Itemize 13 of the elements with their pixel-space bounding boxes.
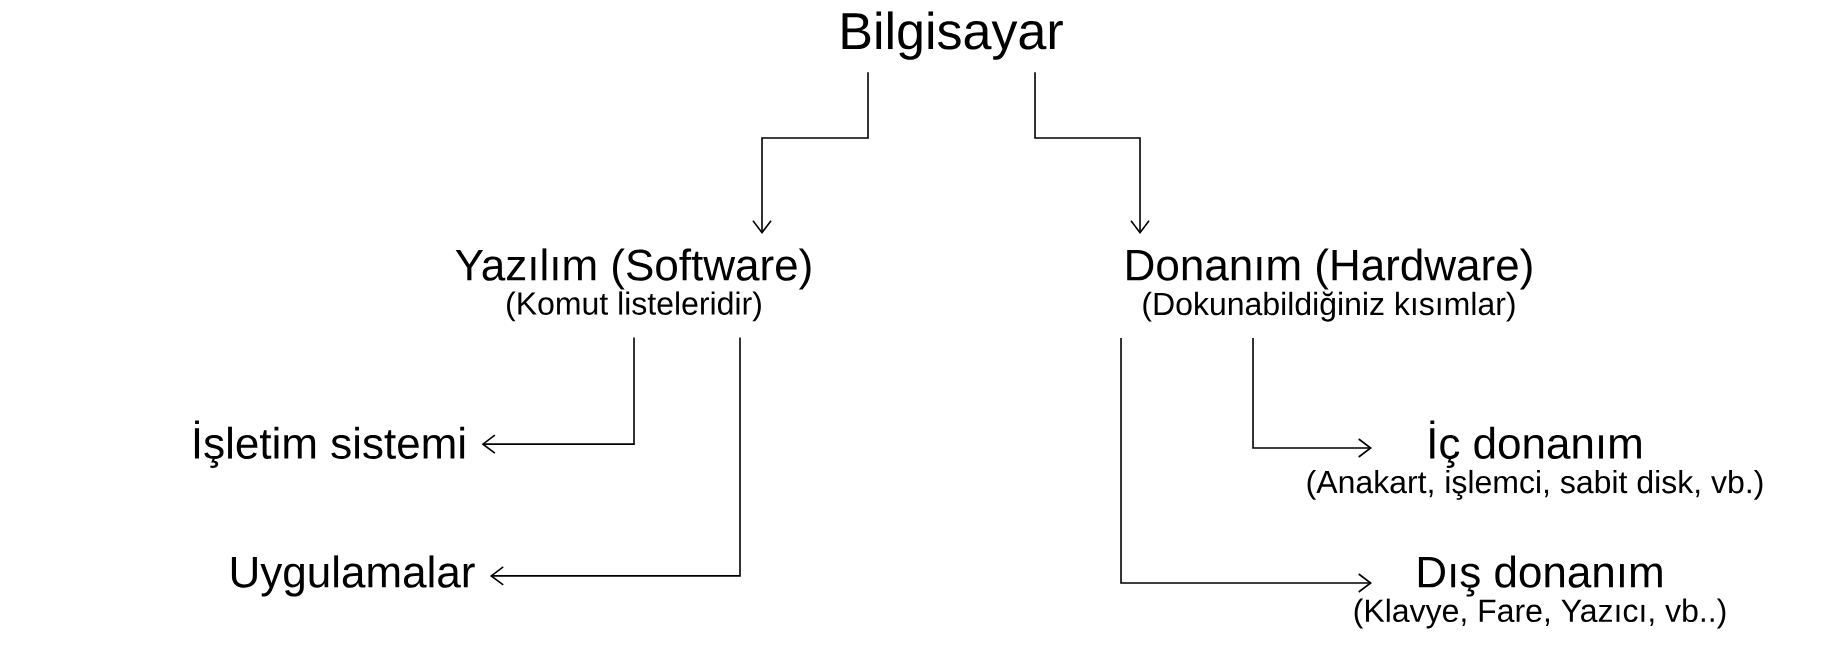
arrow bbox=[481, 336, 635, 454]
node-label: Donanım (Hardware) (Dokunabildiğiniz kısımlar) bbox=[1127, 248, 1532, 322]
node-label: Yazılım (Software) (Komut listeleridir) bbox=[455, 248, 811, 322]
title-text: Bilgisayar bbox=[842, 11, 1063, 60]
node-label: Dış donanım (Klavye, Fare, Yazıcı, vb..) bbox=[1354, 555, 1726, 629]
arrow bbox=[752, 71, 869, 234]
node-label: İşletim sistemi bbox=[194, 420, 465, 468]
arrow bbox=[489, 336, 741, 586]
arrow bbox=[1120, 337, 1373, 593]
node-label: Uygulamalar bbox=[231, 555, 475, 597]
node-label: İç donanım (Anakart, işlemci, sabit disk, vb.) bbox=[1307, 420, 1763, 500]
arrow bbox=[1252, 337, 1373, 458]
arrow bbox=[1034, 71, 1150, 234]
